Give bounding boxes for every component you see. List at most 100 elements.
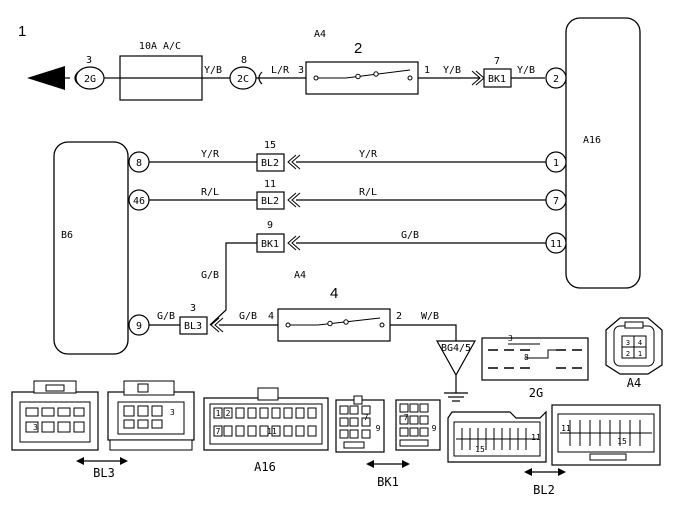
svg-text:46: 46 <box>133 196 145 207</box>
connector-bk1-top: BK1 7 <box>471 56 512 88</box>
wire-color: Y/R <box>201 149 220 160</box>
svg-text:3: 3 <box>508 334 513 343</box>
ecu-code: A16 <box>583 135 601 146</box>
svg-text:BL2: BL2 <box>261 158 279 169</box>
connector-bl3: BL3 3 <box>179 303 224 335</box>
svg-text:3: 3 <box>626 339 630 347</box>
svg-text:2: 2 <box>626 350 630 358</box>
svg-text:2: 2 <box>226 409 231 418</box>
svg-text:8: 8 <box>524 353 529 362</box>
connector-view-label: BK1 <box>377 475 399 489</box>
pin-label: 9 <box>267 220 273 231</box>
connector-view-label: 2G <box>529 386 543 400</box>
svg-text:7: 7 <box>364 413 369 422</box>
connector-view-label: A4 <box>627 376 641 390</box>
wire-color: G/B <box>239 311 257 322</box>
wire-color: G/B <box>201 270 219 281</box>
svg-text:11: 11 <box>561 424 571 433</box>
svg-text:9: 9 <box>432 424 437 433</box>
wire-color: G/B <box>401 230 419 241</box>
switch-code: A4 <box>314 29 326 40</box>
callout-4: 4 <box>330 285 338 302</box>
connector-view-label: BL3 <box>93 466 115 480</box>
pin-a16-11: 11 <box>545 232 567 254</box>
connector-bk1-mid: BK1 9 <box>256 220 301 253</box>
svg-text:BL2: BL2 <box>261 196 279 207</box>
svg-text:3: 3 <box>170 408 175 417</box>
pin-label: 8 <box>241 55 247 66</box>
ecu-b6: B6 <box>53 141 129 355</box>
power-source-arrow-icon <box>27 66 65 90</box>
wire-color: G/B <box>157 311 175 322</box>
connector-2g-top: 2G 3 <box>74 55 105 90</box>
callout-1: 1 <box>18 23 26 40</box>
svg-text:11: 11 <box>267 427 277 436</box>
mating-arrow-icon <box>366 460 410 468</box>
svg-text:2C: 2C <box>237 74 249 85</box>
wire-color: L/R <box>271 65 290 76</box>
pin-label: 15 <box>264 140 276 151</box>
switch-code: A4 <box>294 270 306 281</box>
svg-text:1: 1 <box>638 350 642 358</box>
svg-text:7: 7 <box>553 196 559 207</box>
pin-label: 3 <box>298 65 304 76</box>
connector-view-2g: 3 8 2G <box>481 334 589 400</box>
connector-view-bk1-female: 7 9 <box>335 395 385 453</box>
svg-text:1: 1 <box>216 409 221 418</box>
svg-text:BK1: BK1 <box>488 74 506 85</box>
svg-text:15: 15 <box>617 437 627 446</box>
callout-2: 2 <box>354 40 362 57</box>
switch-a4-bottom: A4 4 2 <box>268 270 402 342</box>
connector-bl2-a: BL2 15 <box>256 140 301 172</box>
pin-label: 1 <box>424 65 430 76</box>
svg-text:2: 2 <box>553 74 559 85</box>
svg-text:9: 9 <box>376 424 381 433</box>
pin-b6-46: 46 <box>128 189 150 211</box>
pin-a16-1: 1 <box>545 151 567 173</box>
pin-label: 7 <box>494 56 500 67</box>
pin-label: 2 <box>396 311 402 322</box>
svg-text:8: 8 <box>136 158 142 169</box>
connector-view-bl2-female: 15 11 <box>447 410 547 463</box>
wire-color: Y/B <box>443 65 461 76</box>
pin-label: 11 <box>264 179 276 190</box>
connector-view-a16: 1 2 7 11 A16 <box>203 387 329 474</box>
connector-view-bl2-male: 11 15 <box>551 404 661 466</box>
svg-text:4: 4 <box>638 339 642 347</box>
connector-bl2-b: BL2 11 <box>256 179 301 210</box>
pin-a16-7: 7 <box>545 189 567 211</box>
svg-text:9: 9 <box>136 321 142 332</box>
pin-label: 4 <box>268 311 274 322</box>
connector-view-bl3-female: 3 <box>11 380 99 451</box>
svg-text:2G: 2G <box>84 74 96 85</box>
ground-bg45: BG4/5 <box>435 340 477 402</box>
mating-arrow-icon <box>524 468 566 476</box>
ecu-a16: A16 <box>565 17 641 289</box>
pin-b6-9: 9 <box>128 314 150 336</box>
wire-color: Y/B <box>517 65 535 76</box>
wire-color: R/L <box>201 187 219 198</box>
mating-arrow-icon <box>76 457 128 465</box>
svg-text:BL3: BL3 <box>184 321 202 332</box>
svg-text:15: 15 <box>475 445 485 454</box>
svg-text:11: 11 <box>550 239 562 250</box>
connector-view-label: BL2 <box>533 483 555 497</box>
connector-view-bl3-male: 3 <box>107 380 195 451</box>
connector-view-a4: 3 4 2 1 A4 <box>605 317 663 390</box>
svg-text:3: 3 <box>33 423 38 432</box>
pin-a16-2: 2 <box>545 67 567 89</box>
pin-b6-8: 8 <box>128 151 150 173</box>
ecu-code: B6 <box>61 230 73 241</box>
connector-view-bk1-male: 7 9 <box>395 399 441 451</box>
connector-view-label: A16 <box>254 460 276 474</box>
svg-text:7: 7 <box>216 427 221 436</box>
wire-color: Y/R <box>359 149 378 160</box>
switch-a4-top: A4 3 1 <box>298 29 430 95</box>
pin-label: 3 <box>190 303 196 314</box>
svg-text:7: 7 <box>404 413 409 422</box>
fuse-10a-ac: 10A A/C <box>119 41 203 101</box>
wire-color: R/L <box>359 187 377 198</box>
svg-text:1: 1 <box>553 158 559 169</box>
wire-color: Y/B <box>204 65 222 76</box>
